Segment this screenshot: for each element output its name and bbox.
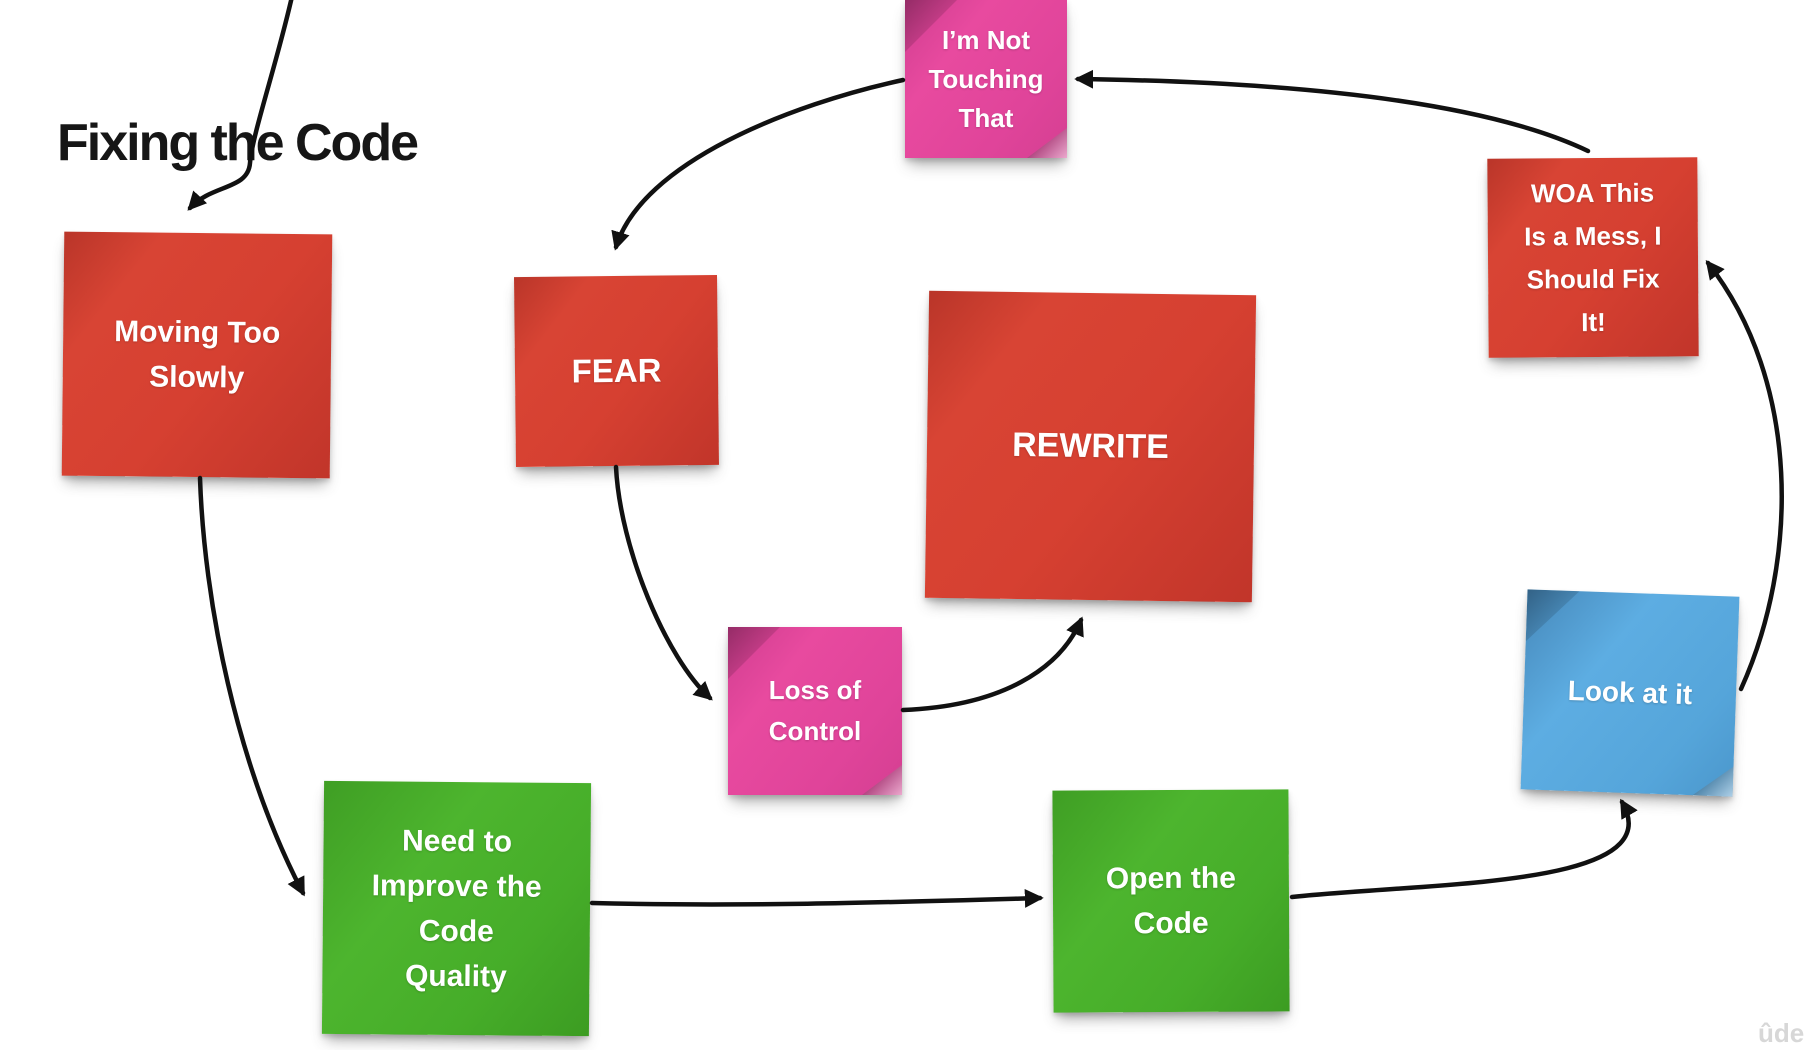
arrow-open-the-code-to-look-at-it	[1289, 798, 1638, 900]
sticky-note-moving-too-slowly: Moving Too Slowly	[61, 231, 333, 479]
note-text: I’m Not Touching That	[928, 24, 1044, 133]
page-title: Fixing the Code	[57, 113, 419, 172]
arrow-need-to-improve-to-open-the-code	[589, 888, 1044, 908]
sticky-note-im-not-touching-that: I’m Not Touching That	[905, 0, 1067, 158]
arrow-offscreen-to-moving-too-slowly	[187, 0, 294, 211]
arrow-moving-too-slowly-to-need-to-improve	[197, 475, 306, 897]
arrow-im-not-touching-that-to-fear	[611, 77, 906, 251]
arrow-woa-mess-to-im-not-touching-that	[1074, 69, 1591, 154]
note-text: Loss of Control	[768, 675, 862, 746]
note-text: WOA This Is a Mess, I Should Fix It!	[1524, 177, 1662, 337]
note-text: Open the Code	[1105, 861, 1236, 941]
sticky-note-open-the-code: Open the Code	[1052, 789, 1290, 1013]
arrow-loss-of-control-to-rewrite	[900, 616, 1084, 713]
note-text: REWRITE	[1011, 425, 1170, 467]
sticky-note-need-to-improve: Need to Improve the Code Quality	[321, 780, 592, 1037]
arrow-fear-to-loss-of-control	[613, 464, 713, 701]
note-text: Need to Improve the Code Quality	[371, 824, 542, 993]
sticky-note-look-at-it: Look at it	[1520, 589, 1740, 797]
sticky-note-fear: FEAR	[514, 274, 719, 468]
note-text: Moving Too Slowly	[114, 315, 281, 395]
sticky-note-rewrite: REWRITE	[924, 290, 1257, 603]
watermark-logo: ûde	[1758, 1018, 1805, 1048]
sticky-note-woa-mess: WOA This Is a Mess, I Should Fix It!	[1487, 157, 1699, 358]
note-text: FEAR	[571, 351, 662, 390]
sticky-note-loss-of-control: Loss of Control	[728, 627, 902, 795]
note-text: Look at it	[1567, 674, 1693, 711]
